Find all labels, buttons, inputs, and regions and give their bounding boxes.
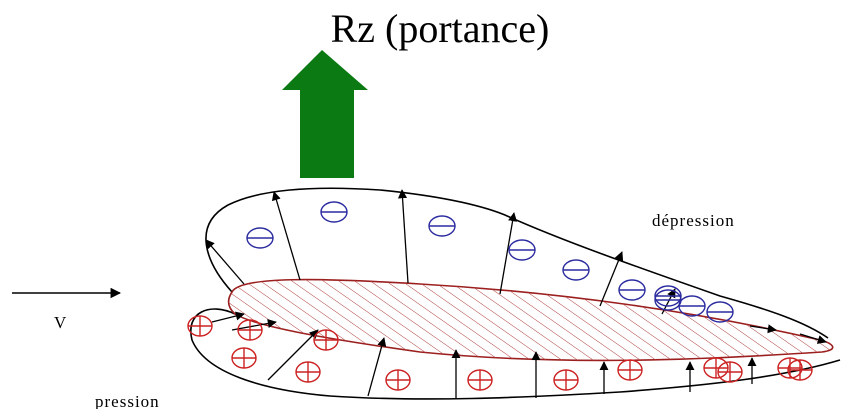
plus-sign-icon [553, 369, 579, 391]
depression-label: dépression [652, 211, 735, 230]
plus-sign-icon [717, 361, 743, 383]
plus-sign-icon [313, 329, 339, 351]
velocity-label: V [54, 313, 67, 332]
plus-markers [187, 315, 813, 391]
lift-arrow-icon [282, 50, 368, 178]
minus-sign-icon [654, 285, 682, 307]
plus-sign-icon [231, 347, 257, 369]
plus-sign-icon [467, 369, 493, 391]
minus-sign-icon [320, 201, 348, 223]
minus-markers [246, 201, 734, 323]
plus-sign-icon [187, 315, 213, 337]
pression-label: pression [95, 392, 160, 409]
plus-sign-icon [703, 357, 729, 379]
minus-sign-icon [654, 289, 682, 311]
plus-sign-icon [787, 359, 813, 381]
diagram-title: Rz (portance) [331, 6, 550, 51]
pressure-envelope [190, 308, 841, 400]
minus-sign-icon [428, 215, 456, 237]
minus-sign-icon [706, 301, 734, 323]
minus-sign-icon [678, 295, 706, 317]
minus-sign-icon [562, 259, 590, 281]
plus-sign-icon [295, 361, 321, 383]
plus-sign-icon [385, 369, 411, 391]
plus-sign-icon [617, 359, 643, 381]
pressure-arrows [211, 311, 757, 398]
suction-envelope [205, 187, 829, 339]
minus-sign-icon [508, 239, 536, 261]
plus-sign-icon [237, 319, 263, 341]
minus-sign-icon [618, 279, 646, 301]
minus-sign-icon [246, 227, 274, 249]
